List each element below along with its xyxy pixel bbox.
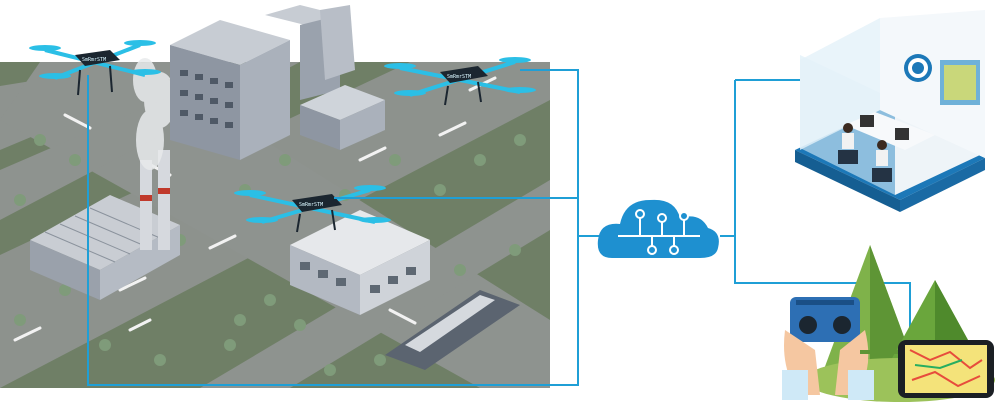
drone-center: SmRmrSTM — [234, 185, 391, 233]
drone-label: SmRmrSTM — [82, 57, 106, 63]
drone-label: SmRmrSTM — [299, 202, 323, 208]
emblem-icon — [904, 54, 932, 82]
chimneys — [140, 150, 170, 250]
link-left-loop — [87, 69, 579, 386]
link-branch — [734, 80, 911, 340]
smoke — [133, 58, 176, 170]
central-building — [290, 210, 430, 315]
office-tower-2 — [265, 5, 355, 100]
drone-right: SmRmrSTM — [384, 57, 536, 106]
drone-left: SmRmrSTM — [29, 40, 161, 96]
drone-label: SmRmrSTM — [447, 74, 471, 80]
remote-controller-icon — [782, 297, 874, 400]
cloud-network-icon — [597, 199, 719, 258]
office-building — [300, 85, 385, 150]
network-links — [87, 69, 911, 386]
control-room — [795, 10, 985, 212]
office-tower — [170, 20, 290, 160]
monument — [385, 290, 520, 370]
smartphone-map-icon — [898, 340, 994, 398]
